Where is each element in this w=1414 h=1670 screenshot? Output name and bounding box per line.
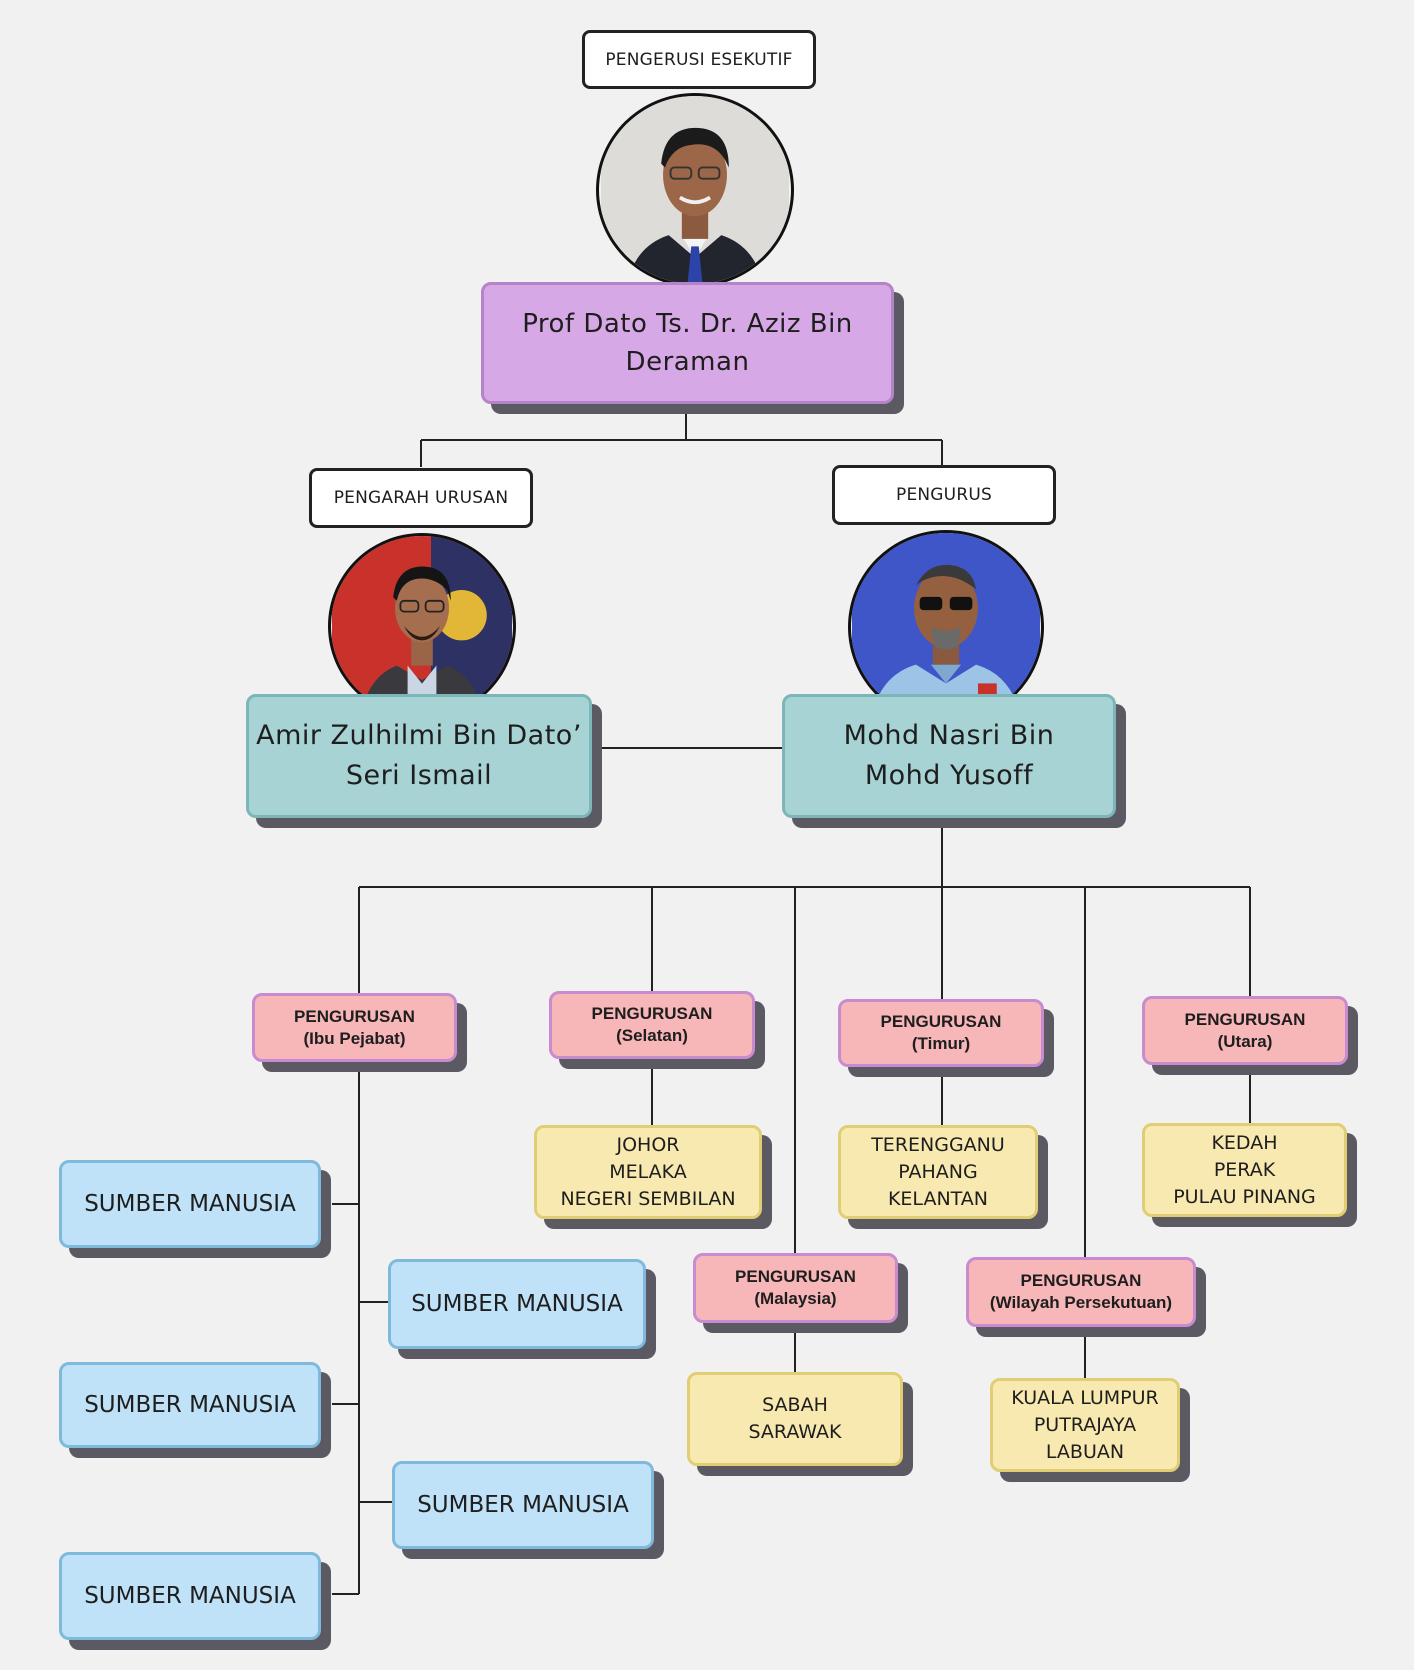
dept-utara-sub: (Utara) (1217, 1031, 1273, 1051)
managing-director-name: Amir Zulhilmi Bin Dato’ Seri Ismail (256, 720, 582, 791)
hr-unit-1-label: SUMBER MANUSIA (84, 1191, 296, 1217)
states-malaysia: SABAH SARAWAK (687, 1372, 903, 1466)
state-pulau-pinang: PULAU PINANG (1173, 1185, 1316, 1208)
manager-name: Mohd Nasri Bin Mohd Yusoff (843, 720, 1055, 791)
states-wilayah: KUALA LUMPUR PUTRAJAYA LABUAN (990, 1378, 1180, 1472)
dept-timur-title: PENGURUSAN (880, 1012, 1002, 1031)
manager-name-card: Mohd Nasri Bin Mohd Yusoff (782, 694, 1116, 818)
state-melaka: MELAKA (609, 1160, 687, 1183)
hr-unit-4-label: SUMBER MANUSIA (417, 1492, 629, 1518)
hr-unit-3-label: SUMBER MANUSIA (84, 1392, 296, 1418)
hr-unit-3: SUMBER MANUSIA (59, 1362, 321, 1448)
state-putrajaya: PUTRAJAYA (1033, 1413, 1137, 1436)
hr-unit-2-label: SUMBER MANUSIA (411, 1291, 623, 1317)
states-utara: KEDAH PERAK PULAU PINANG (1142, 1123, 1347, 1217)
dept-utara-title: PENGURUSAN (1184, 1009, 1306, 1029)
state-sarawak: SARAWAK (748, 1421, 842, 1443)
state-negeri-sembilan: NEGERI SEMBILAN (560, 1187, 736, 1210)
dept-wilayah-sub: (Wilayah Persekutuan) (989, 1293, 1173, 1312)
dept-selatan-title: PENGURUSAN (591, 1004, 713, 1023)
dept-selatan: PENGURUSAN (Selatan) (549, 991, 755, 1059)
state-johor: JOHOR (616, 1133, 680, 1156)
hr-unit-1: SUMBER MANUSIA (59, 1160, 321, 1248)
dept-wilayah-persekutuan: PENGURUSAN (Wilayah Persekutuan) (966, 1257, 1196, 1327)
dept-utara: PENGURUSAN (Utara) (1142, 996, 1348, 1065)
avatar-chairman-photo (601, 96, 789, 284)
state-perak: PERAK (1213, 1158, 1276, 1181)
role-label-manager: PENGURUS (832, 465, 1056, 525)
managing-director-name-card: Amir Zulhilmi Bin Dato’ Seri Ismail (246, 694, 592, 818)
dept-wilayah-title: PENGURUSAN (1020, 1271, 1142, 1290)
state-labuan: LABUAN (1045, 1440, 1125, 1463)
dept-ibu-pejabat: PENGURUSAN (Ibu Pejabat) (252, 993, 457, 1062)
chairman-name: Prof Dato Ts. Dr. Aziz Bin Deraman (522, 309, 853, 377)
dept-ibu-pejabat-title: PENGURUSAN (294, 1006, 415, 1026)
states-selatan: JOHOR MELAKA NEGERI SEMBILAN (534, 1125, 762, 1219)
state-kuala-lumpur: KUALA LUMPUR (1011, 1386, 1159, 1409)
dept-ibu-pejabat-sub: (Ibu Pejabat) (303, 1028, 406, 1048)
dept-timur: PENGURUSAN (Timur) (838, 999, 1044, 1067)
role-label-manager-text: PENGURUS (896, 485, 992, 505)
dept-malaysia: PENGURUSAN (Malaysia) (693, 1253, 898, 1323)
dept-timur-sub: (Timur) (911, 1034, 971, 1053)
states-timur: TERENGGANU PAHANG KELANTAN (838, 1125, 1038, 1219)
state-kedah: KEDAH (1211, 1131, 1278, 1154)
avatar-managing-director-photo (332, 536, 512, 716)
hr-unit-5: SUMBER MANUSIA (59, 1552, 321, 1640)
role-label-chairman-text: PENGERUSI ESEKUTIF (605, 49, 793, 70)
avatar-managing-director (328, 533, 516, 719)
state-pahang: PAHANG (898, 1160, 978, 1183)
state-terengganu: TERENGGANU (871, 1133, 1005, 1156)
hr-unit-2: SUMBER MANUSIA (388, 1259, 646, 1349)
state-sabah: SABAH (762, 1394, 828, 1416)
hr-unit-5-label: SUMBER MANUSIA (84, 1583, 296, 1609)
hr-unit-4: SUMBER MANUSIA (392, 1461, 654, 1549)
chairman-name-card: Prof Dato Ts. Dr. Aziz Bin Deraman (481, 282, 894, 404)
avatar-chairman (596, 93, 794, 287)
role-label-chairman: PENGERUSI ESEKUTIF (582, 30, 816, 89)
role-label-managing-director-text: PENGARAH URUSAN (333, 488, 509, 508)
dept-malaysia-sub: (Malaysia) (754, 1289, 837, 1308)
dept-malaysia-title: PENGURUSAN (735, 1267, 856, 1286)
state-kelantan: KELANTAN (887, 1187, 989, 1210)
avatar-manager-photo (852, 533, 1040, 721)
dept-selatan-sub: (Selatan) (616, 1026, 688, 1045)
role-label-managing-director: PENGARAH URUSAN (309, 468, 533, 528)
